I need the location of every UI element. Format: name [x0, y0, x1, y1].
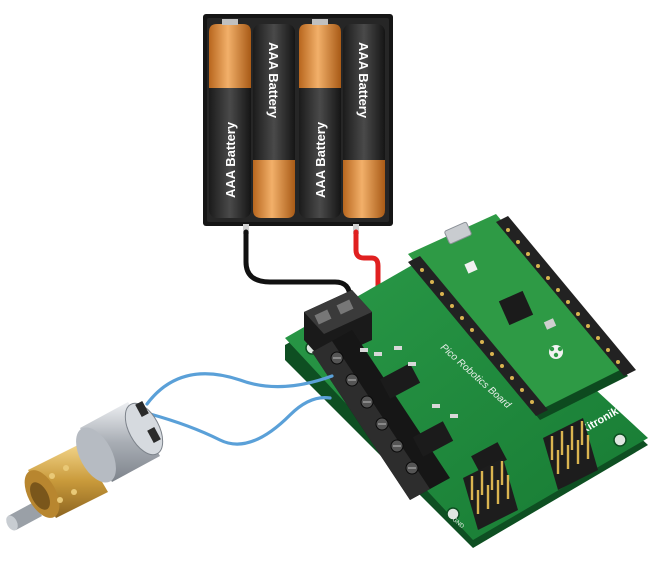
- positive-wire: [353, 229, 381, 325]
- motor-wire-1: [145, 372, 334, 406]
- battery-cell-label: AAA Battery: [313, 121, 328, 198]
- battery-cell-4: AAA Battery: [343, 24, 385, 218]
- servo-header-right: [543, 418, 598, 490]
- battery-cell-label: AAA Battery: [356, 42, 371, 119]
- battery-cell-2: AAA Battery: [253, 24, 295, 218]
- pico-module: [408, 214, 636, 420]
- battery-cell-label: AAA Battery: [223, 121, 238, 198]
- rp2040-chip: [498, 290, 534, 326]
- negative-terminal: [243, 224, 249, 234]
- servo-header-left: [463, 458, 518, 530]
- motor-driver-chip: [379, 363, 421, 399]
- servo-driver-chip: [471, 442, 507, 474]
- gear-motor: [6, 400, 164, 531]
- raspberry-logo-icon: [549, 345, 563, 359]
- motor-wires: [145, 372, 334, 446]
- motor-terminal-strip: [312, 330, 450, 500]
- robotics-board: Pico Robotics Board: [285, 214, 648, 548]
- battery-cell-3: AAA Battery: [299, 19, 341, 218]
- battery-holder: AAA Battery AAA Battery AAA Battery AAA …: [203, 14, 393, 234]
- usb-port: [444, 221, 472, 245]
- motor-body: [76, 400, 164, 483]
- motor-wire-2: [148, 396, 332, 446]
- motor-shaft: [6, 502, 42, 531]
- battery-cell-label: AAA Battery: [266, 42, 281, 119]
- motor-driver-chip: [412, 421, 454, 457]
- battery-cell-1: AAA Battery: [209, 19, 251, 218]
- positive-terminal: [353, 224, 359, 234]
